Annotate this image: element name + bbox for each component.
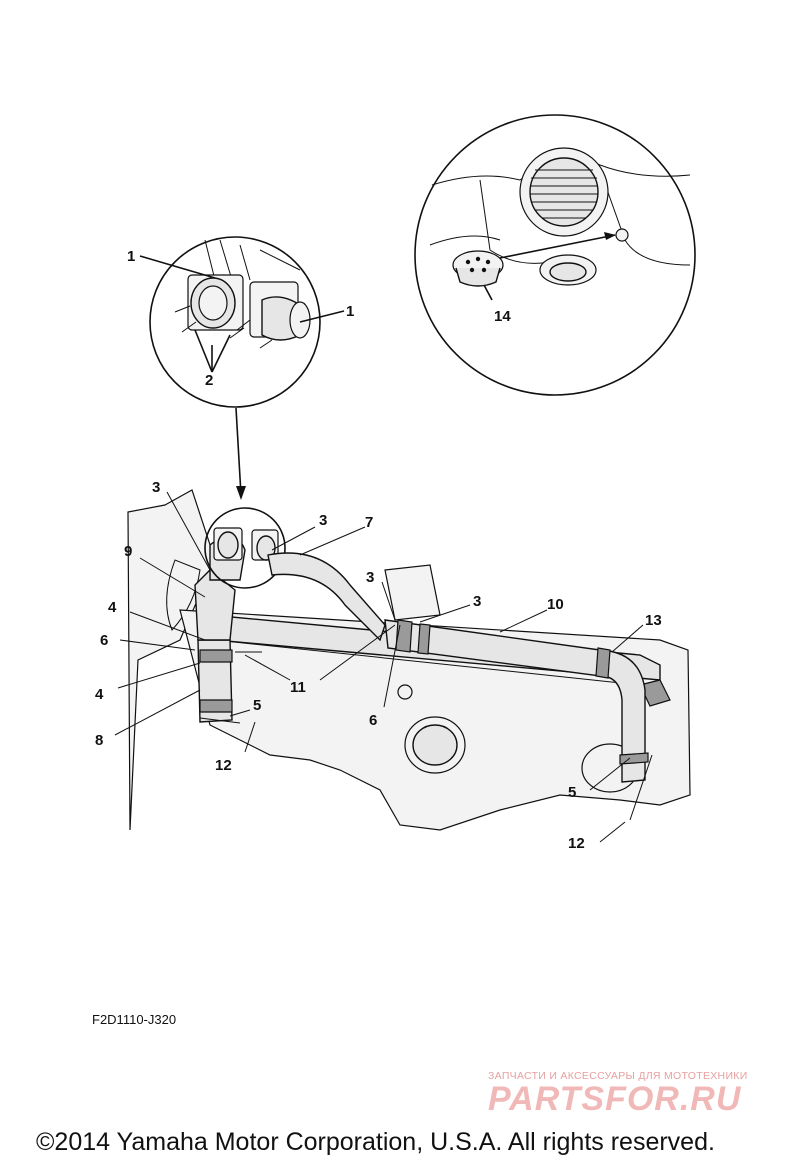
- detail-pointer-arrow: [235, 407, 242, 496]
- callout-8: 8: [95, 732, 103, 749]
- callout-labels: 1 1 2 14 3 3 3 3 7 9 4 6 4 8 5 12 11 6 1…: [95, 248, 662, 852]
- callout-6-center: 6: [369, 712, 377, 729]
- callout-6-left: 6: [100, 632, 108, 649]
- callout-7: 7: [365, 514, 373, 531]
- detail-circle-flange: [139, 236, 345, 408]
- watermark-tagline: ЗАПЧАСТИ И АКСЕССУАРЫ ДЛЯ МОТОТЕХНИКИ: [488, 1070, 748, 1082]
- callout-3-mid: 3: [319, 512, 327, 529]
- callout-9: 9: [124, 543, 132, 560]
- leader-lines: [114, 491, 644, 843]
- callout-4-bottom: 4: [95, 686, 104, 703]
- callout-13: 13: [645, 612, 662, 629]
- callout-1-right: 1: [346, 303, 354, 320]
- callout-1-top: 1: [127, 248, 135, 265]
- grommet-part: [452, 250, 504, 287]
- callout-4-top: 4: [108, 599, 117, 616]
- detail-circle-vent: [414, 114, 696, 396]
- callout-3-right: 3: [473, 593, 481, 610]
- callout-2: 2: [205, 372, 213, 389]
- callout-5-right: 5: [568, 784, 576, 801]
- callout-11: 11: [290, 679, 306, 696]
- watermark-logo: PARTSFOR.RU: [488, 1080, 742, 1118]
- main-assembly: [127, 489, 691, 831]
- diagram-code: F2D1110-J320: [92, 1012, 177, 1027]
- callout-5-left: 5: [253, 697, 261, 714]
- copyright-notice: ©2014 Yamaha Motor Corporation, U.S.A. A…: [36, 1128, 715, 1156]
- vent-grille: [519, 147, 609, 237]
- callout-10: 10: [547, 596, 564, 613]
- callout-12-right: 12: [568, 835, 585, 852]
- callout-3-center: 3: [366, 569, 374, 586]
- callout-3-left: 3: [152, 479, 160, 496]
- vent-hole-marker: [615, 228, 629, 242]
- callout-12-left: 12: [215, 757, 232, 774]
- callout-14: 14: [494, 308, 511, 325]
